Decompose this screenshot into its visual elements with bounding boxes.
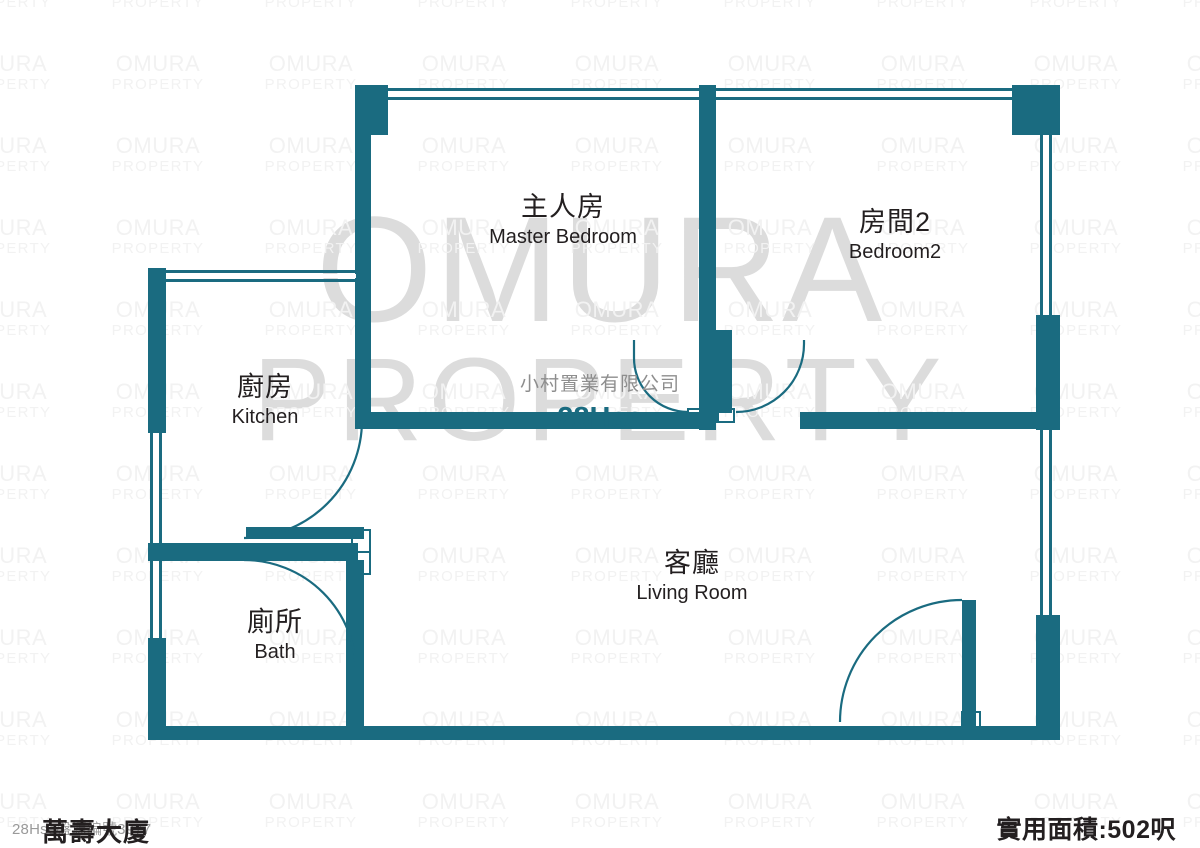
window-left-mid	[153, 433, 159, 638]
door-arc-bedroom2	[735, 340, 806, 414]
window-right-upper-inner	[1049, 135, 1052, 315]
wall-right-bottom-pier	[1036, 615, 1060, 740]
wall-bath-bottom	[346, 655, 364, 740]
wall-bedroom-divider	[699, 85, 716, 430]
window-kitchen-top-inner	[166, 279, 356, 282]
building-name: 萬壽大廈	[42, 817, 151, 847]
door-arc-entrance	[838, 598, 963, 723]
walls-group	[148, 85, 1060, 740]
window-left-outer	[150, 433, 153, 638]
window-right-lower-outer	[1040, 430, 1043, 615]
window-kitchen-top-outer	[166, 270, 356, 273]
window-right-lower-inner	[1049, 430, 1052, 615]
wall-left-exterior-upper	[148, 268, 166, 433]
wall-master-left	[355, 85, 371, 428]
door-arcs-group	[243, 340, 963, 723]
wall-central-door-jamb	[716, 330, 732, 413]
wall-top-right-pier	[1012, 85, 1060, 135]
door-leaf-bedroom2	[715, 408, 735, 423]
window-kitchen-top-mid	[166, 274, 356, 278]
door-arc-master-bedroom	[632, 340, 689, 414]
wall-bath-right	[346, 560, 364, 670]
window-left-inner	[159, 433, 162, 638]
wall-bottom-outer	[148, 726, 1000, 740]
saleable-area: 實用面積:502呎	[996, 816, 1176, 844]
window-right-upper-mid	[1043, 135, 1049, 315]
window-right-upper-outer	[1040, 135, 1043, 315]
wall-entrance-jamb	[962, 600, 976, 728]
wall-bedroom2-bottom	[800, 412, 1040, 429]
door-leaf-master	[687, 408, 719, 423]
door-leaf-entrance	[961, 711, 981, 731]
wall-bath-top	[246, 527, 364, 539]
wall-right-mid-pier	[1036, 315, 1060, 430]
window-right-lower-mid	[1043, 430, 1049, 615]
door-arc-kitchen	[243, 419, 364, 540]
listing-reference: 28Hse盤源編號3977	[12, 821, 152, 838]
door-arc-bath	[243, 558, 358, 673]
wall-bath-middle	[148, 543, 358, 561]
wall-left-bottom-pier	[148, 638, 166, 740]
wall-master-bottom	[355, 412, 700, 429]
